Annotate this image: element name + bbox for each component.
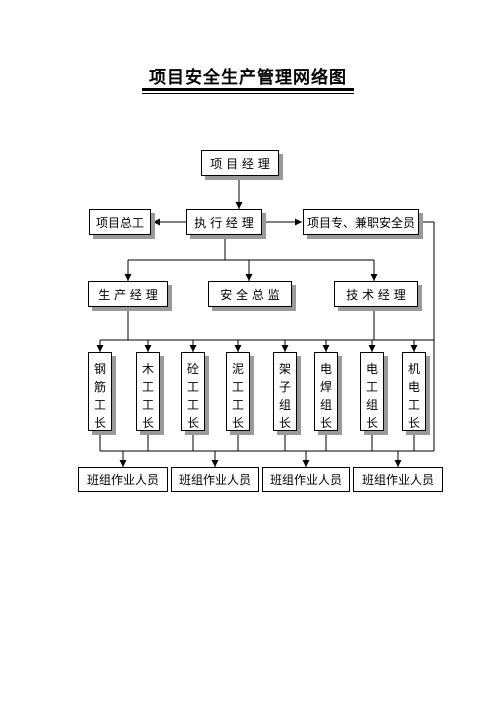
foreman-char: 长 bbox=[319, 416, 332, 430]
foreman-char: 筋 bbox=[93, 380, 106, 394]
node-production-manager: 生 产 经 理 bbox=[88, 281, 168, 307]
node-foreman-rebar: 钢 筋 工 长 bbox=[88, 352, 112, 431]
foreman-char: 焊 bbox=[319, 380, 332, 394]
foreman-char: 工 bbox=[231, 398, 244, 412]
node-foreman-masonry: 泥 工 工 长 bbox=[226, 352, 250, 431]
foreman-char: 泥 bbox=[231, 362, 244, 376]
foreman-char: 电 bbox=[319, 362, 332, 376]
node-project-manager: 项 目 经 理 bbox=[201, 150, 279, 176]
node-safety-director: 安 全 总 监 bbox=[208, 281, 292, 307]
foreman-char: 工 bbox=[407, 398, 420, 412]
foreman-char: 工 bbox=[186, 398, 199, 412]
node-safety-officer: 项目专、兼职安全员 bbox=[303, 209, 419, 235]
node-foreman-electrical: 电 工 组 长 bbox=[360, 352, 384, 431]
node-work-team-3: 班组作业人员 bbox=[262, 467, 350, 492]
node-foreman-concrete: 砼 工 工 长 bbox=[181, 352, 205, 431]
node-foreman-mechanical: 机 电 工 长 bbox=[402, 352, 426, 431]
title-underline-thin bbox=[142, 93, 354, 94]
foreman-char: 钢 bbox=[93, 362, 106, 376]
foreman-char: 长 bbox=[186, 416, 199, 430]
foreman-char: 工 bbox=[141, 398, 154, 412]
foreman-char: 长 bbox=[407, 416, 420, 430]
diagram-title: 项目安全生产管理网络图 bbox=[149, 68, 347, 88]
foreman-char: 砼 bbox=[186, 362, 199, 376]
foreman-char: 长 bbox=[278, 416, 291, 430]
node-foreman-scaffold: 架 子 组 长 bbox=[273, 352, 297, 431]
node-technical-manager: 技 术 经 理 bbox=[334, 281, 418, 307]
foreman-char: 工 bbox=[93, 398, 106, 412]
foreman-char: 长 bbox=[141, 416, 154, 430]
node-executive-manager: 执 行 经 理 bbox=[186, 209, 262, 235]
foreman-char: 架 bbox=[278, 362, 291, 376]
node-work-team-1: 班组作业人员 bbox=[78, 467, 168, 492]
foreman-char: 组 bbox=[365, 398, 378, 412]
foreman-char: 工 bbox=[141, 380, 154, 394]
node-work-team-2: 班组作业人员 bbox=[171, 467, 259, 492]
foreman-char: 机 bbox=[407, 362, 420, 376]
foreman-char: 工 bbox=[231, 380, 244, 394]
foreman-char: 长 bbox=[365, 416, 378, 430]
foreman-char: 木 bbox=[141, 362, 154, 376]
foreman-char: 工 bbox=[365, 380, 378, 394]
foreman-char: 长 bbox=[231, 416, 244, 430]
foreman-char: 电 bbox=[365, 362, 378, 376]
foreman-char: 组 bbox=[319, 398, 332, 412]
node-work-team-4: 班组作业人员 bbox=[353, 467, 443, 492]
node-foreman-welding: 电 焊 组 长 bbox=[314, 352, 338, 431]
foreman-char: 组 bbox=[278, 398, 291, 412]
foreman-char: 工 bbox=[186, 380, 199, 394]
foreman-char: 长 bbox=[93, 416, 106, 430]
node-chief-engineer: 项目总工 bbox=[89, 209, 151, 235]
foreman-char: 子 bbox=[278, 380, 291, 394]
title-underline-thick bbox=[142, 88, 354, 91]
node-foreman-carpentry: 木 工 工 长 bbox=[136, 352, 160, 431]
foreman-char: 电 bbox=[407, 380, 420, 394]
